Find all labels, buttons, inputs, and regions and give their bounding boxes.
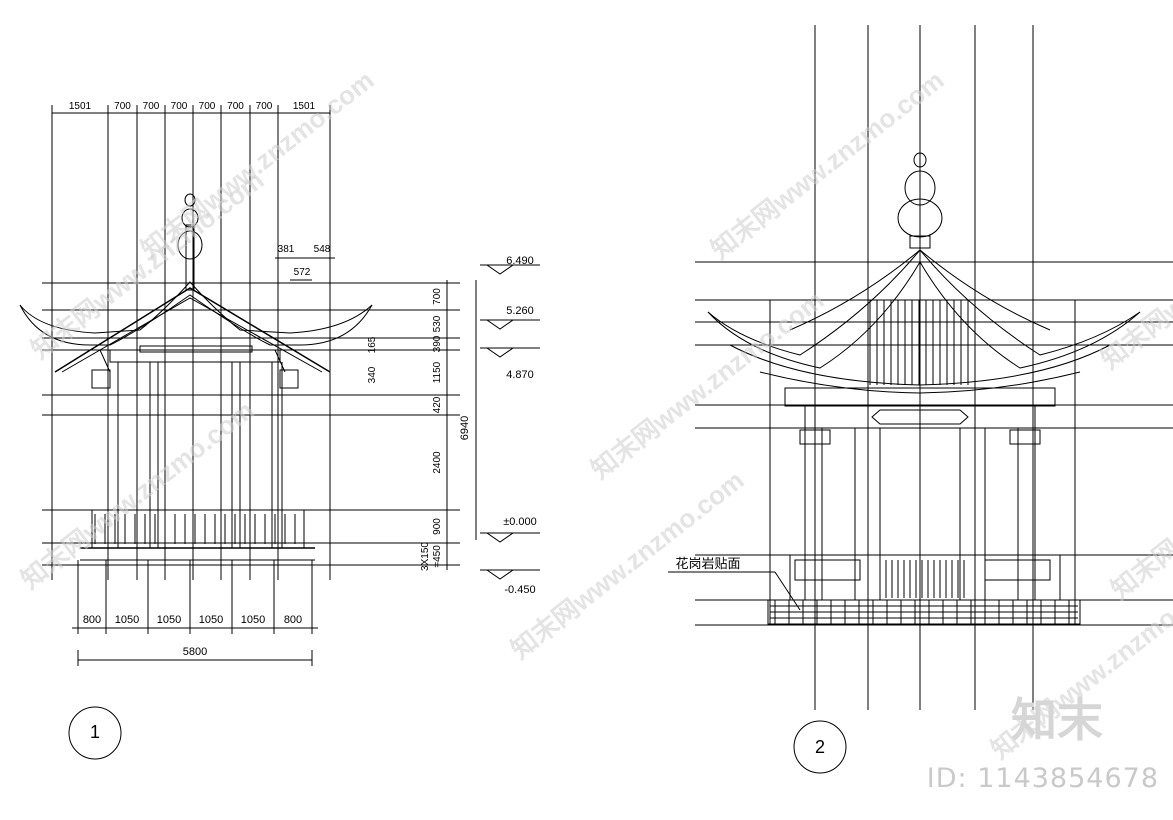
level-marker: 6.490 [506, 255, 534, 267]
vertical-dimension: 3X150 [420, 542, 431, 571]
elevation-1 [19, 105, 540, 760]
top-dimension: 1501 [69, 101, 92, 112]
level-marker: 4.870 [506, 369, 534, 381]
vertical-dimension: 700 [432, 288, 443, 305]
bottom-dimension: 1050 [199, 614, 223, 626]
vertical-dimension: 530 [432, 315, 443, 332]
top-dimension: 700 [114, 101, 131, 112]
vertical-dimension: 390 [432, 335, 443, 352]
top-dimension: 700 [256, 101, 273, 112]
watermark-text: 知末网www.znzmo.com [135, 65, 379, 265]
material-note: 花岗岩贴面 [675, 556, 740, 571]
vertical-dimension: 1150 [432, 361, 443, 383]
top-dimension: 700 [199, 101, 216, 112]
image-id: ID: 1143854678 [926, 763, 1159, 794]
level-marker: 5.260 [506, 305, 534, 317]
bottom-dimension: 1050 [241, 614, 265, 626]
brand-watermark: 知末 [1011, 693, 1103, 747]
top-dimension: 700 [171, 101, 188, 112]
elevation-number: 1 [90, 722, 100, 742]
elevation-2 [668, 25, 1173, 774]
elevation-1-labels: 1501 700 700 700 700 700 700 1501 800 1050 1050 105… [69, 101, 537, 742]
top-dimension: 700 [143, 101, 160, 112]
small-dimension: 165 [367, 336, 378, 353]
small-dimension: 340 [367, 366, 378, 383]
bottom-dimension: 800 [284, 614, 302, 626]
elevation-2-labels: 花岗岩贴面 2 [675, 556, 825, 757]
bottom-dimension: 800 [83, 614, 101, 626]
total-width-dimension: 5800 [183, 646, 207, 658]
total-height-dimension: 6940 [459, 416, 471, 440]
top-dimension: 700 [227, 101, 244, 112]
watermark-text: 知末网www.znzmo.com [705, 65, 949, 265]
top-dimension: 1501 [293, 101, 316, 112]
ridge-dimension: 548 [314, 244, 331, 255]
ridge-dimension: 381 [278, 244, 295, 255]
vertical-dimension: 900 [432, 518, 443, 535]
level-marker: ±0.000 [503, 516, 537, 528]
bottom-dimension: 1050 [157, 614, 181, 626]
vertical-dimension: 2400 [432, 451, 443, 474]
vertical-dimension: =450 [432, 545, 443, 568]
vertical-dimension: 420 [432, 396, 443, 413]
ridge-dimension: 572 [294, 267, 311, 278]
watermark-text: 知末网www.znzmo.com [1105, 405, 1173, 605]
level-marker: -0.450 [504, 584, 535, 596]
bottom-dimension: 1050 [115, 614, 139, 626]
watermark-text: 知末网www.znzmo.com [585, 285, 829, 485]
elevation-number: 2 [815, 737, 825, 757]
